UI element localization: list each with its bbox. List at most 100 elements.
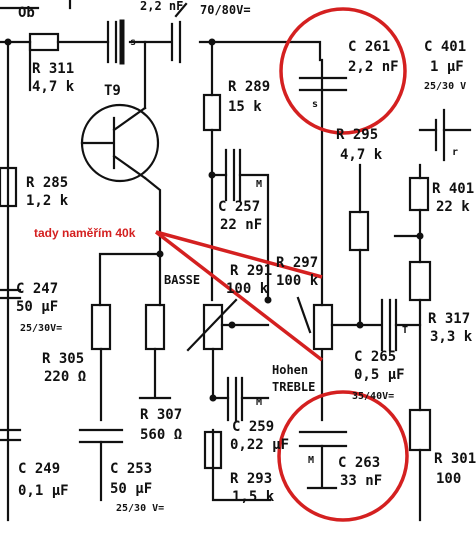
resistor-r317 <box>408 260 432 302</box>
resistor-top-left <box>28 32 60 52</box>
label-c259-value: 0,22 µF <box>230 437 290 453</box>
label-c265-value: 0,5 µF <box>354 367 405 383</box>
cap-c263 <box>298 430 348 448</box>
label-r311-name: R 311 <box>32 61 75 77</box>
label-r285-name: R 285 <box>26 175 69 191</box>
cap-c253 <box>78 428 124 444</box>
label-r305-value: 220 Ω <box>44 369 87 385</box>
cap-c249 <box>0 428 22 442</box>
wire-top-stub <box>0 0 72 10</box>
cap-c259 <box>226 376 244 422</box>
highlight-circle-c263 <box>277 390 409 522</box>
label-c263-name: C 263 <box>338 455 381 471</box>
label-r291-value: 100 k <box>226 281 269 297</box>
resistor-r289 <box>202 93 222 132</box>
pot-r291 <box>202 303 224 351</box>
wire-c263-gnd <box>306 444 338 490</box>
annotation-measurement: tady naměřím 40k <box>34 226 136 240</box>
label-c263-value: 33 nF <box>340 473 383 489</box>
label-c265-name: C 265 <box>354 349 397 365</box>
cap-top-electrolytic <box>170 20 182 64</box>
label-r289-value: 15 k <box>228 99 262 115</box>
label-c257-value: 22 nF <box>220 217 263 233</box>
label-r285-value: 1,2 k <box>26 193 69 209</box>
pointer-line-lower <box>154 230 324 362</box>
label-top-cap: 2,2 nF <box>140 0 184 13</box>
label-c401-value: 1 µF <box>430 59 464 75</box>
t9-emitter <box>143 176 162 234</box>
label-c263-m: M <box>308 455 315 466</box>
pot-r291-wiper <box>186 298 238 352</box>
label-r293-name: R 293 <box>230 471 273 487</box>
label-r293-value: 1,5 k <box>232 489 275 505</box>
label-c257-name: C 257 <box>218 199 261 215</box>
wire-mid-bus <box>98 230 162 307</box>
label-top-voltage: 70/80V= <box>200 3 251 17</box>
label-c249-name: C 249 <box>18 461 61 477</box>
label-r317-value: 3,3 k <box>430 329 473 345</box>
resistor-r301 <box>408 408 432 452</box>
label-c261-name: C 261 <box>348 39 391 55</box>
pot-r297 <box>312 303 334 351</box>
resistor-r307 <box>144 303 166 351</box>
label-r311-value: 4,7 k <box>32 79 75 95</box>
cap-top-arrow <box>174 2 188 18</box>
pointer-line-upper <box>155 230 323 279</box>
resistor-r293 <box>203 430 223 470</box>
wire-r307-gnd <box>138 347 172 400</box>
label-basse: BASSE <box>164 273 201 287</box>
label-c253-voltage: 25/30 V= <box>116 503 165 514</box>
wire-r291-bottom <box>211 347 272 502</box>
wire-top-left <box>0 40 322 62</box>
label-c265-voltage: 35/40V= <box>352 391 395 402</box>
label-c249-value: 0,1 µF <box>18 483 69 499</box>
label-r301-name: R 301 <box>434 451 476 467</box>
label-r305-name: R 305 <box>42 351 85 367</box>
label-hohen: Hohen <box>272 363 309 377</box>
label-c259-m: M <box>256 397 263 408</box>
label-r301-value: 100 <box>436 471 462 487</box>
label-c261-value: 2,2 nF <box>348 59 399 75</box>
label-c401-voltage: 25/30 V <box>424 81 467 92</box>
label-r297-value: 100 k <box>276 273 319 289</box>
label-t-mark: T <box>402 325 409 336</box>
label-c247-voltage: 25/30V= <box>20 323 63 334</box>
label-r401-value: 22 k <box>436 199 470 215</box>
pot-r297-wiper <box>296 296 312 334</box>
label-r401-name: R 401 <box>432 181 475 197</box>
label-r291-name: R 291 <box>230 263 273 279</box>
cap-c257 <box>224 148 242 202</box>
label-r307-name: R 307 <box>140 407 183 423</box>
label-r295-name: R 295 <box>336 127 379 143</box>
t9-base <box>80 106 147 180</box>
label-c253-name: C 253 <box>110 461 153 477</box>
label-c253-value: 50 µF <box>110 481 153 497</box>
cap-c265 <box>380 298 398 352</box>
label-r295-value: 4,7 k <box>340 147 383 163</box>
label-r307-value: 560 Ω <box>140 427 183 443</box>
label-c401-r: r <box>452 147 459 158</box>
cap-c247 <box>0 288 22 300</box>
label-c259-name: C 259 <box>232 419 275 435</box>
label-c257-m: M <box>256 179 263 190</box>
label-r317-name: R 317 <box>428 311 471 327</box>
resistor-r285 <box>0 166 18 208</box>
label-r289-name: R 289 <box>228 79 271 95</box>
cap-top-2n2 <box>106 20 118 64</box>
cap-c401 <box>434 108 446 162</box>
label-s-mark: s <box>130 37 137 48</box>
label-r297-name: R 297 <box>276 255 319 271</box>
label-t9: T9 <box>104 83 121 99</box>
label-treble: TREBLE <box>272 380 316 394</box>
resistor-r305 <box>90 303 112 351</box>
label-c261-s: s <box>312 99 319 110</box>
cap-c261 <box>298 76 348 92</box>
label-c247-value: 50 µF <box>16 299 59 315</box>
label-c247-name: C 247 <box>16 281 59 297</box>
highlight-circle-c261 <box>279 7 407 135</box>
resistor-r295 <box>348 210 370 252</box>
label-c401-name: C 401 <box>424 39 467 55</box>
junction-dots <box>4 38 424 402</box>
